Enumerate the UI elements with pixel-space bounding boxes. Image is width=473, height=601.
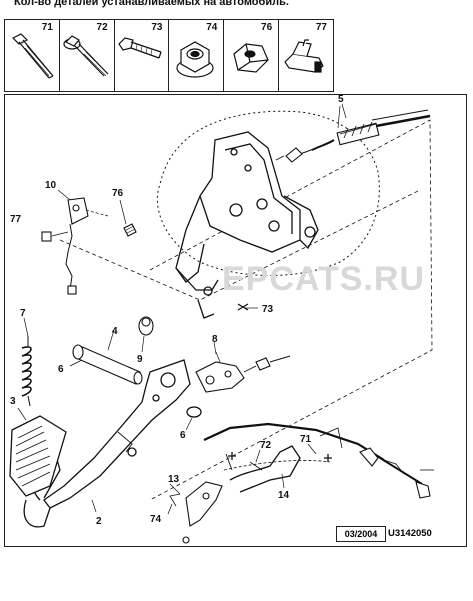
callout-14: 14 xyxy=(278,490,290,501)
drawing-reference-code: U3142050 xyxy=(388,528,432,539)
part-number-76: 76 xyxy=(261,22,273,33)
callout-2: 2 xyxy=(96,516,102,527)
parts-quantity-caption: Кол-во деталей устанавливаемых на автомо… xyxy=(14,0,289,8)
callout-76: 76 xyxy=(112,188,124,199)
parts-cell-72: 72 xyxy=(60,20,115,91)
callout-3: 3 xyxy=(10,396,16,407)
callout-7: 7 xyxy=(20,308,26,319)
parts-cell-71: 71 xyxy=(5,20,60,91)
callout-74: 74 xyxy=(150,514,162,525)
callout-4: 4 xyxy=(112,326,118,337)
flange-bolt-icon xyxy=(63,35,109,77)
parts-cell-77: 77 xyxy=(279,20,333,91)
pivot-pin-4 xyxy=(72,344,143,385)
callout-labels: 5 10 76 77 73 7 4 8 9 6 3 6 72 71 13 14 … xyxy=(10,94,344,527)
callout-6-upper: 6 xyxy=(58,364,64,375)
leader-lines xyxy=(17,103,347,515)
callout-13: 13 xyxy=(168,474,180,485)
callout-77: 77 xyxy=(10,214,22,225)
callout-73: 73 xyxy=(262,304,274,315)
connector-clip-icon xyxy=(284,39,324,73)
parts-cell-74: 74 xyxy=(169,20,225,91)
part-number-77: 77 xyxy=(315,22,327,33)
hex-bolt-icon xyxy=(117,37,162,59)
part-number-74: 74 xyxy=(206,22,218,33)
callout-5: 5 xyxy=(338,94,344,105)
linkage-14 xyxy=(203,422,434,499)
watermark-text: EPCATS.RU xyxy=(222,260,425,298)
revision-date: 03/2004 xyxy=(336,526,386,542)
cap-nut-icon xyxy=(233,43,270,73)
callout-6-lower: 6 xyxy=(180,430,186,441)
spring-clip-76 xyxy=(123,223,137,237)
parts-cell-76: 76 xyxy=(224,20,280,91)
bolt-icon xyxy=(11,33,54,79)
parts-cell-73: 73 xyxy=(115,20,170,91)
callout-9: 9 xyxy=(137,354,143,365)
part-number-72: 72 xyxy=(96,22,108,33)
pedal-box-outline xyxy=(156,110,380,276)
clutch-cable-5 xyxy=(275,105,431,163)
dashed-guide-box xyxy=(149,119,433,501)
part-number-71: 71 xyxy=(41,22,53,33)
part-number-73: 73 xyxy=(151,22,163,33)
flange-nut-icon xyxy=(176,41,215,78)
callout-10: 10 xyxy=(45,180,57,191)
dashed-guide-line xyxy=(59,189,421,301)
pedal-bracket xyxy=(175,131,319,319)
diagram-frame xyxy=(4,94,467,547)
pedal-pad-3 xyxy=(9,415,67,528)
bushing-9 xyxy=(138,316,154,336)
clutch-bracket-13 xyxy=(169,481,223,544)
assist-mechanism-8 xyxy=(195,351,291,393)
sensor-10 xyxy=(41,197,109,295)
callout-72: 72 xyxy=(260,440,272,451)
return-spring-7 xyxy=(21,336,32,407)
callout-71: 71 xyxy=(300,434,312,445)
assembly-markers xyxy=(228,303,332,462)
callout-8: 8 xyxy=(212,334,218,345)
fastener-parts-table: 71 72 xyxy=(4,19,334,92)
